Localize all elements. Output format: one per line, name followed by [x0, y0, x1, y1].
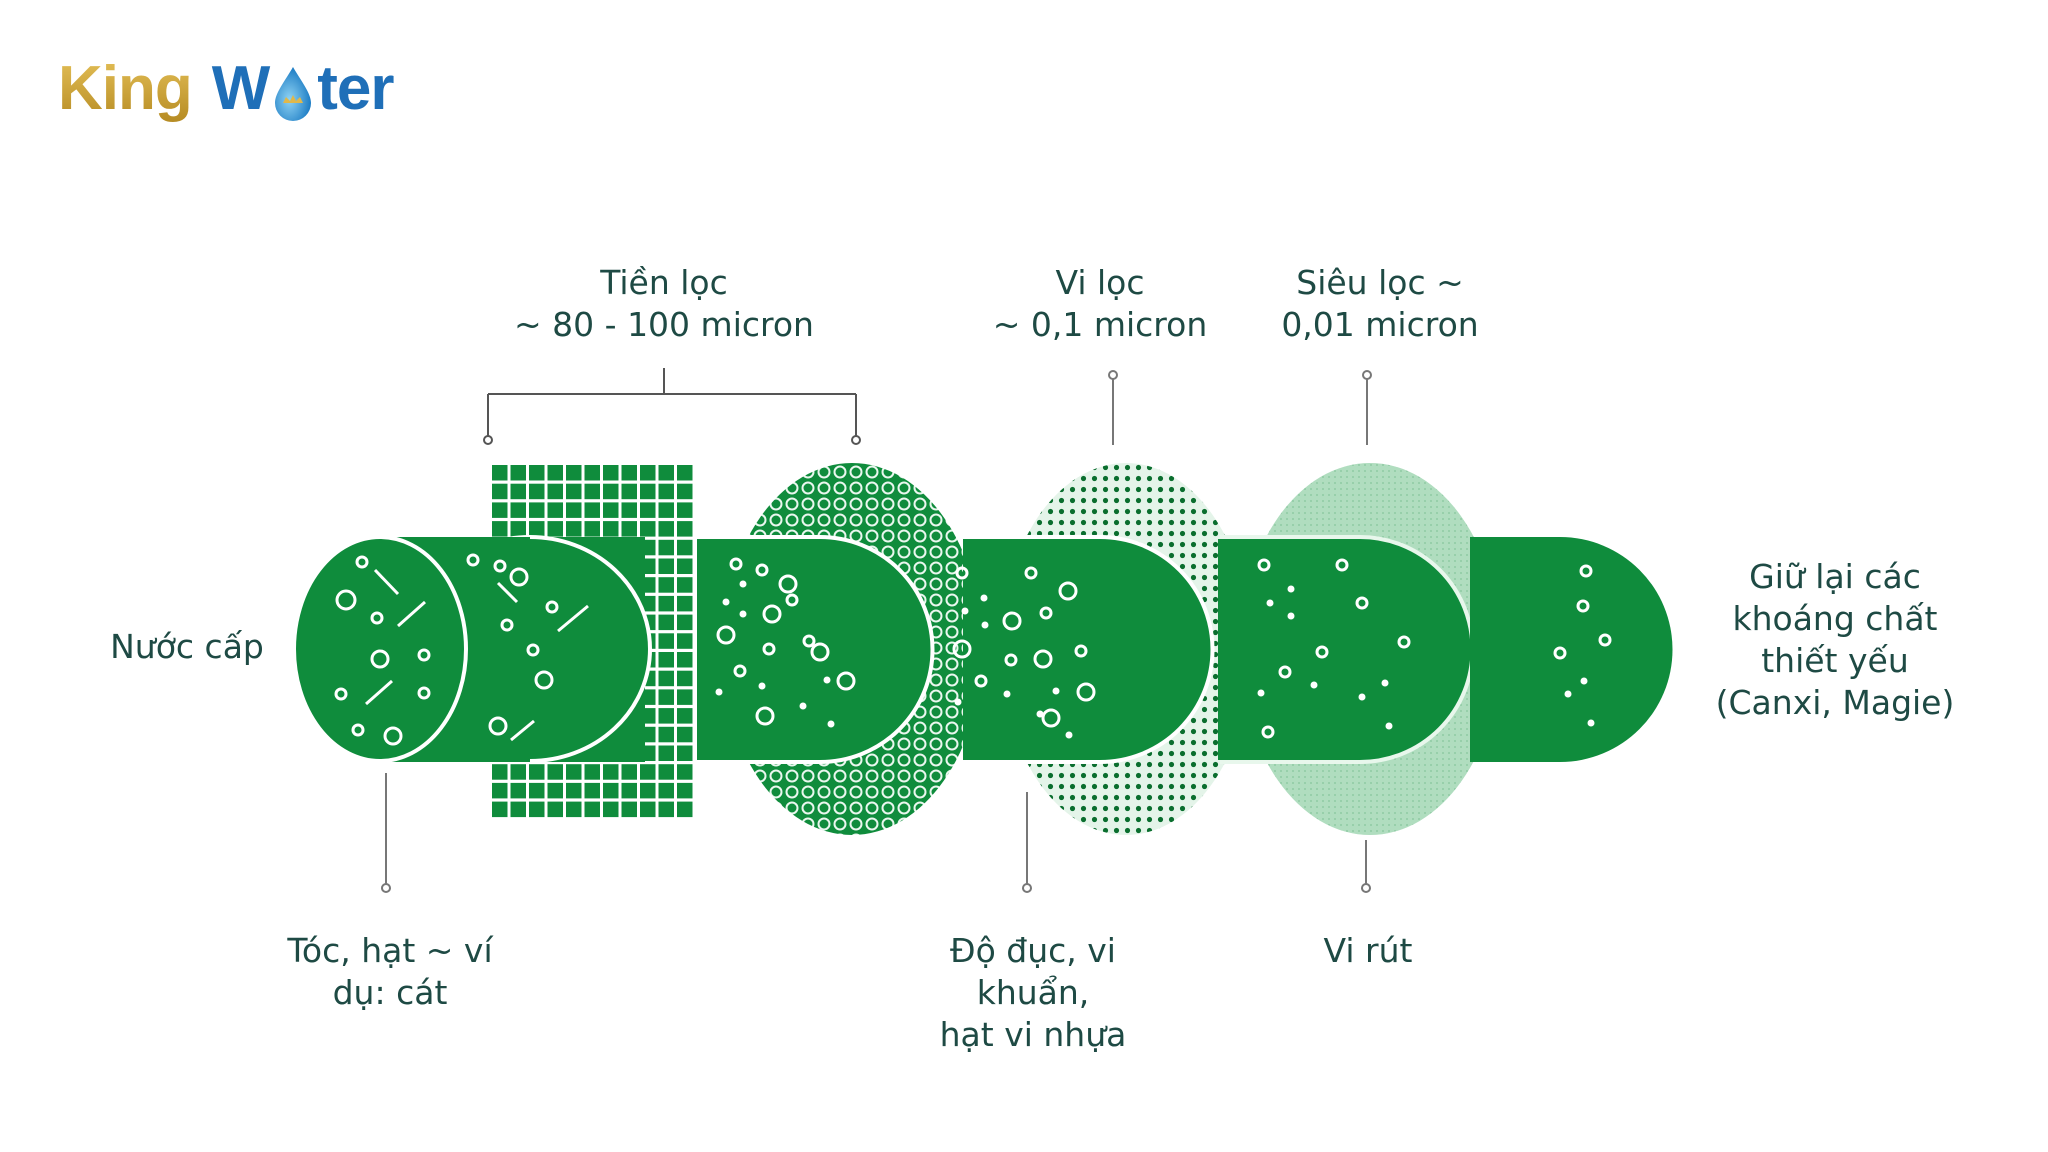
output-line-3: thiết yếu [1761, 641, 1909, 680]
input-water-label: Nước cấp [110, 627, 264, 666]
sediment-line-1: Tóc, hạt ~ ví [287, 931, 493, 970]
output-minerals-label: Giữ lại các khoáng chất thiết yếu (Canxi… [1690, 556, 1980, 724]
ultrafilter-label: Siêu lọc ~ 0,01 micron [1250, 262, 1510, 346]
output-line-2: khoáng chất [1732, 599, 1938, 638]
virus-removed-label: Vi rút [1268, 930, 1468, 972]
microfilter-label: Vi lọc ~ 0,1 micron [970, 262, 1230, 346]
logo-water-text: W ter [211, 53, 395, 124]
prefilter-label-name: Tiền lọc [600, 263, 728, 302]
logo-water-w: W [211, 53, 271, 123]
microfilter-connector-dot [1108, 370, 1118, 380]
inlet-end-cap [292, 535, 468, 763]
microfilter-label-size: ~ 0,1 micron [992, 305, 1208, 344]
sediment-removed-label: Tóc, hạt ~ ví dụ: cát [260, 930, 520, 1014]
output-line-1: Giữ lại các [1749, 557, 1921, 596]
prefilter-bracket [483, 368, 861, 445]
ultrafilter-connector-dot [1362, 370, 1372, 380]
logo-king-text: King [58, 53, 193, 123]
bacteria-line-2: khuẩn, [976, 973, 1090, 1012]
output-line-4: (Canxi, Magie) [1715, 683, 1955, 722]
water-drop-crown-icon [275, 67, 312, 121]
outlet-tube [1470, 537, 1673, 762]
bacteria-removed-label: Độ đục, vi khuẩn, hạt vi nhựa [900, 930, 1166, 1056]
bacteria-line-1: Độ đục, vi [950, 931, 1116, 970]
sediment-line-2: dụ: cát [332, 973, 448, 1012]
prefilter-label: Tiền lọc ~ 80 - 100 micron [504, 262, 824, 346]
bacteria-line-3: hạt vi nhựa [939, 1015, 1127, 1054]
microfilter-label-name: Vi lọc [1055, 263, 1145, 302]
ultrafilter-label-name: Siêu lọc ~ [1296, 263, 1464, 302]
prefilter-label-size: ~ 80 - 100 micron [514, 305, 814, 344]
virus-line-1: Vi rút [1323, 931, 1413, 970]
king-water-logo: King W ter [58, 48, 395, 128]
ultrafilter-label-size: 0,01 micron [1281, 305, 1479, 344]
logo-water-ter: ter [317, 53, 394, 123]
